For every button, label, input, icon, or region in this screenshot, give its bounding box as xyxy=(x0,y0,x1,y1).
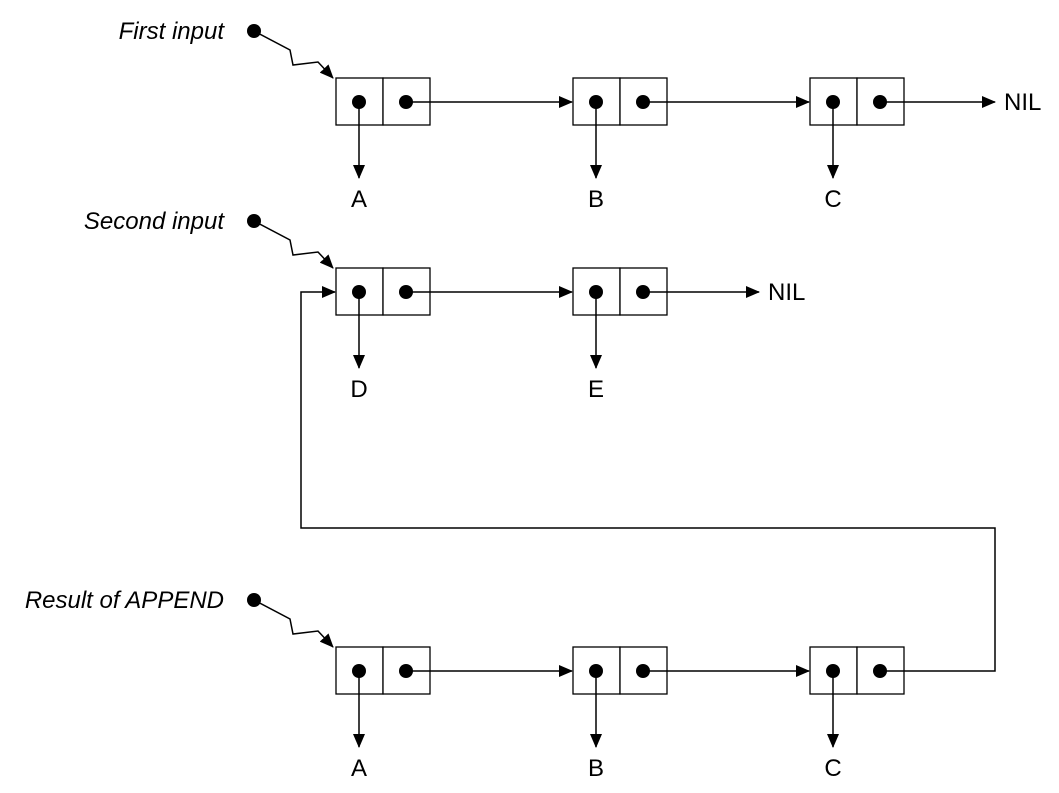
atom-label: B xyxy=(588,755,604,782)
cons-cell xyxy=(572,267,760,369)
pointer-first-input xyxy=(247,24,334,79)
cons-cell xyxy=(335,646,573,748)
atom-label: D xyxy=(350,376,367,403)
pointer-second-input xyxy=(247,214,334,269)
cons-cell xyxy=(572,77,810,179)
pointer-result xyxy=(247,593,334,648)
nil-terminator: NIL xyxy=(768,279,805,306)
atom-label: C xyxy=(824,186,841,213)
atom-label: A xyxy=(351,755,367,782)
cons-cell xyxy=(809,646,905,748)
cons-cell xyxy=(335,267,573,369)
cons-cell xyxy=(335,77,573,179)
label-result-of-append: Result of APPEND xyxy=(25,587,224,614)
atom-label: B xyxy=(588,186,604,213)
nil-terminator: NIL xyxy=(1004,89,1041,116)
cons-cell xyxy=(572,646,810,748)
atom-label: A xyxy=(351,186,367,213)
cons-cell xyxy=(809,77,996,179)
label-first-input: First input xyxy=(119,18,226,45)
atom-label: C xyxy=(824,755,841,782)
link-to-second-input xyxy=(300,286,996,672)
atom-label: E xyxy=(588,376,604,403)
label-second-input: Second input xyxy=(84,208,225,235)
